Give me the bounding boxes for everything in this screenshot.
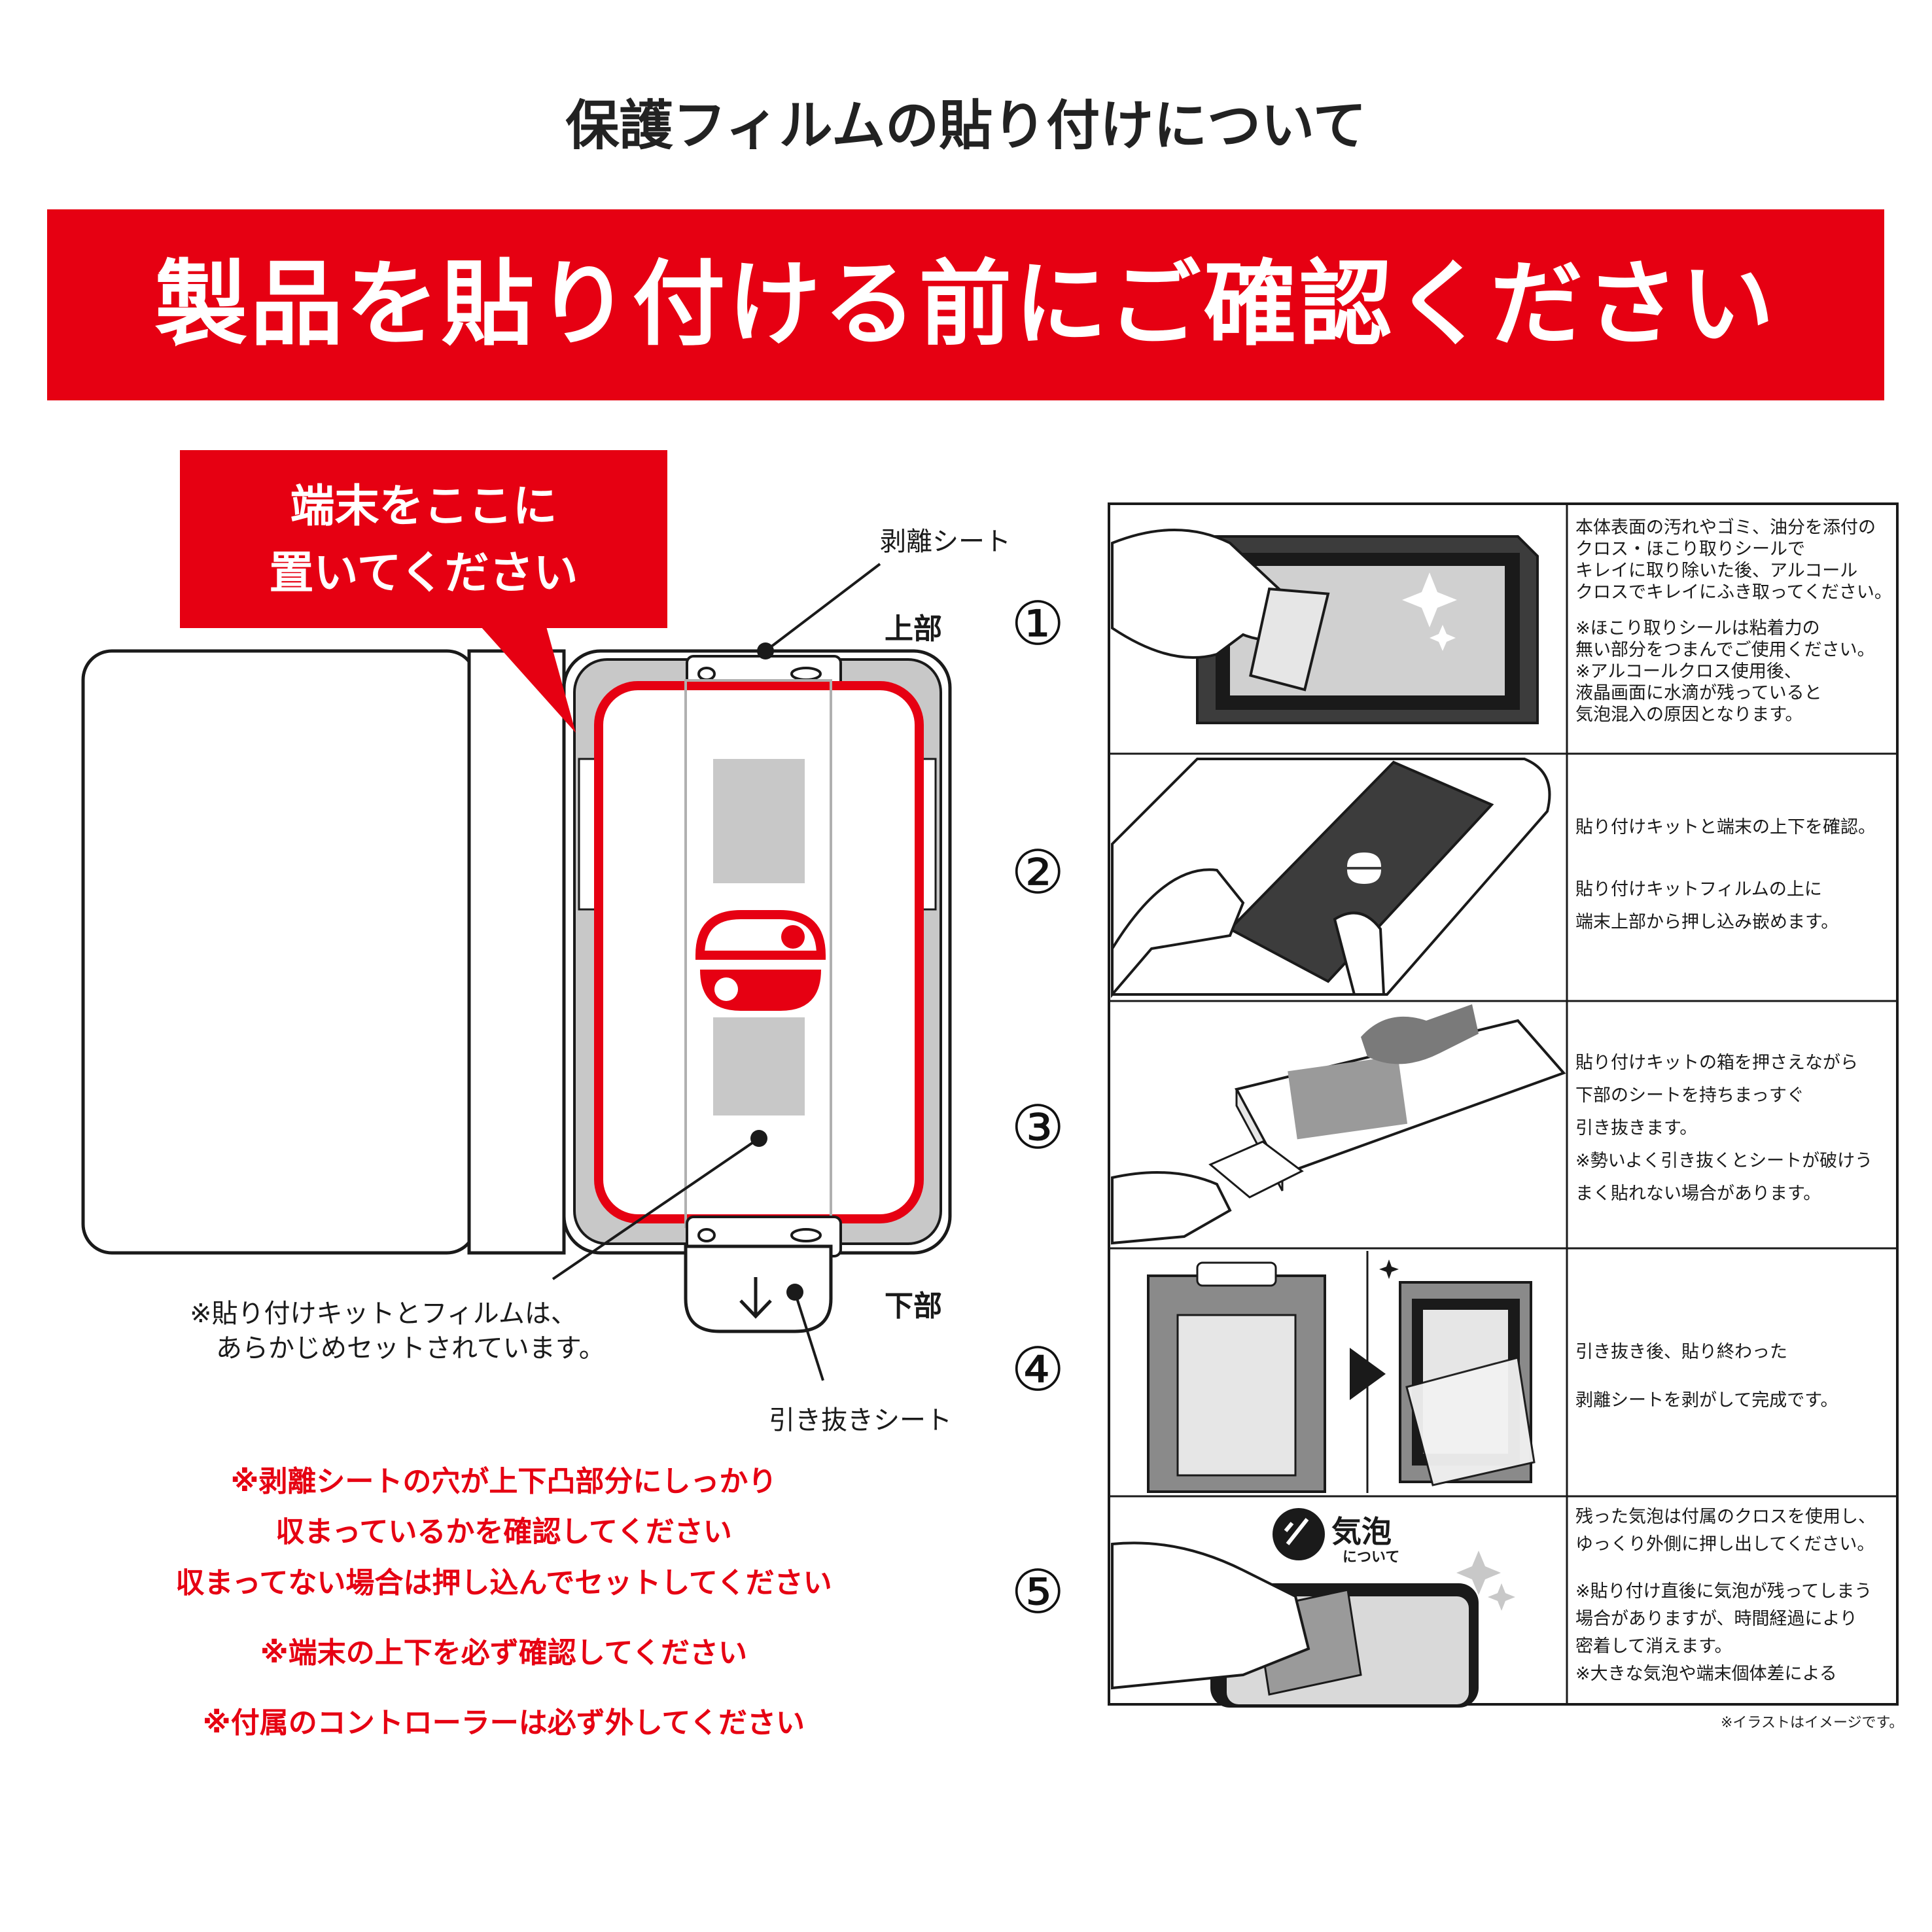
warning-banner: 製品を貼り付ける前にご確認ください: [47, 209, 1884, 400]
step-number-3: ③: [1011, 1093, 1065, 1163]
banner-text: 製品を貼り付ける前にご確認ください: [154, 251, 1777, 359]
peel-leader: [764, 563, 881, 652]
place-device-callout: 端末をここに 置いてください: [180, 450, 667, 628]
kit-note-line-1: ※貼り付けキットとフィルムは、: [190, 1299, 577, 1329]
pull-sheet: [684, 1244, 833, 1333]
case-spine: [467, 649, 566, 1255]
step-text-4: 引き抜き後、貼り終わった 剥離シートを剥がして完成です。: [1575, 1342, 1838, 1411]
down-arrow-icon: [739, 1277, 772, 1319]
top-label: 上部: [885, 612, 942, 646]
callout-pointer: [481, 627, 576, 733]
bubble-badge-sub: について: [1343, 1549, 1400, 1566]
step2-illustration: [1111, 758, 1551, 998]
bottom-label: 下部: [885, 1290, 942, 1323]
callout-line-2: 置いてください: [269, 548, 578, 599]
case-diagram: [81, 563, 952, 1381]
peel-sheet-label: 剥離シート: [880, 527, 1011, 557]
steps-table: [1108, 502, 1899, 1708]
tab-hole: [697, 1228, 716, 1242]
step-text-5: 残った気泡は付属のクロスを使用し、ゆっくり外側に押し出してください。 ※貼り付け…: [1575, 1507, 1876, 1684]
warning-line-4: ※端末の上下を必ず確認してください: [260, 1636, 748, 1670]
step-number-4: ④: [1011, 1335, 1065, 1405]
step-text-1: 本体表面の汚れやゴミ、油分を添付のクロス・ほこり取りシールでキレイに取り除いた後…: [1575, 518, 1892, 725]
step4-illustration: [1147, 1251, 1536, 1493]
step3-illustration: [1111, 1004, 1566, 1245]
warning-line-2: 収まっているかを確認してください: [275, 1515, 732, 1549]
step1-illustration: [1111, 529, 1539, 724]
warning-line-1: ※剥離シートの穴が上下凸部分にしっかり: [230, 1465, 777, 1498]
pull-sheet-label: 引き抜きシート: [769, 1405, 952, 1435]
step-text-2: 貼り付けキットと端末の上下を確認。 貼り付けキットフィルムの上に端末上部から押し…: [1575, 817, 1876, 932]
console-logo: [695, 910, 826, 1011]
page-title: 保護フィルムの貼り付けについて: [565, 95, 1367, 157]
step-number-5: ⑤: [1011, 1557, 1065, 1627]
bubble-icon: [1273, 1508, 1325, 1560]
bubble-badge-title: 気泡: [1331, 1514, 1392, 1549]
film-gray-bottom: [713, 1017, 805, 1115]
kit-note-line-2: あらかじめセットされています。: [216, 1333, 605, 1363]
film-gray-top: [713, 759, 805, 883]
step-text-3: 貼り付けキットの箱を押さえながら下部のシートを持ちまっすぐ引き抜きます。※勢いよ…: [1575, 1053, 1873, 1204]
step5-illustration: [1111, 1508, 1515, 1708]
tab-hole: [790, 1228, 822, 1242]
warning-line-5: ※付属のコントローラーは必ず外してください: [202, 1706, 805, 1740]
warning-line-3: 収まってない場合は押し込んでセットしてください: [175, 1566, 832, 1600]
illustration-note: ※イラストはイメージです。: [1721, 1715, 1904, 1731]
kit-leader: [552, 1137, 760, 1280]
pull-leader: [794, 1291, 824, 1381]
callout-line-1: 端末をここに: [290, 481, 557, 533]
step-number-2: ②: [1011, 837, 1065, 907]
step-number-1: ①: [1011, 589, 1065, 659]
